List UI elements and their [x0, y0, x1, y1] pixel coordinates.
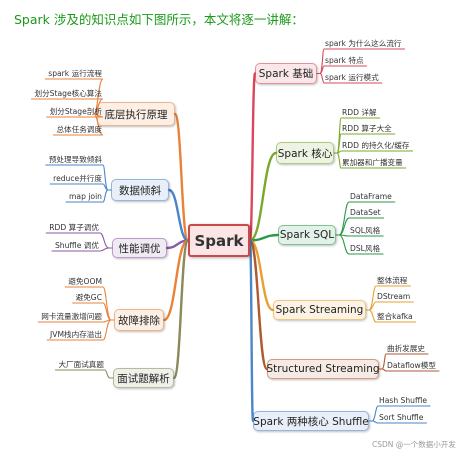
leaf-connector [335, 234, 384, 255]
leaf-node-shuffle: Shuffle 调优 [54, 240, 99, 250]
leaf-node-gc: 避免GC [75, 292, 102, 302]
leaf-connector [333, 152, 407, 169]
branch-connector [248, 233, 280, 242]
leaf-node-sort-shuffle: Sort Shuffle [379, 412, 424, 422]
branch-connector [248, 151, 278, 242]
leaf-node-dataflow: Dataflow模型 [387, 360, 436, 370]
branch-connector [248, 239, 275, 312]
leaf-connector [333, 150, 414, 154]
leaf-connector [46, 319, 115, 341]
leaf-node-item-3: 总体任务调度 [56, 124, 102, 134]
leaf-node-spark: spark 运行流程 [48, 68, 102, 78]
page-title: Spark 涉及的知识点如下图所示，本文将逐一讲解： [14, 12, 304, 27]
leaf-node-item-0: 预处理导致倾斜 [48, 154, 102, 164]
leaf-node-spark: spark 为什么这么流行 [325, 38, 402, 48]
branch-connector [248, 239, 255, 423]
leaf-node-item-2: 网卡流量激增问题 [41, 311, 102, 321]
branch-connector [162, 239, 190, 322]
leaf-connector [316, 72, 383, 84]
leaf-connector [49, 183, 112, 191]
leaf-node-rdd: RDD 的持久化/缓存 [342, 140, 410, 150]
branch-connector [248, 72, 257, 242]
leaf-node-dsl: DSL风格 [350, 243, 381, 253]
branch-connector [167, 188, 190, 242]
leaf-node-reduce: reduce并行度 [53, 173, 102, 183]
branch-node-right-4: Spark Streaming [273, 300, 366, 320]
leaf-connector [365, 301, 414, 311]
branch-connector [172, 239, 190, 380]
leaf-node-rdd: RDD 详解 [342, 107, 377, 117]
branch-node-left-3: 性能调优 [112, 238, 167, 258]
leaf-connector [65, 189, 112, 203]
watermark: CSDN @一个数据小开发 [372, 440, 456, 449]
leaf-node-jvm: JVM栈内存溢出 [50, 329, 102, 339]
leaf-node-dataset: DataSet [350, 207, 381, 217]
branch-connector [248, 239, 269, 371]
leaf-connector [51, 247, 113, 252]
branch-node-right-5: Structured Streaming [266, 359, 380, 379]
leaf-connector [365, 309, 417, 323]
leaf-node-sql: SQL风格 [350, 225, 381, 235]
leaf-node-item-0: 大厂面试真题 [58, 359, 104, 369]
leaf-node-hash-shuffle: Hash Shuffle [379, 395, 428, 405]
leaf-node-item-0: 曲折发展史 [387, 343, 425, 353]
branch-node-right-3: Spark SQL [278, 225, 336, 245]
branch-node-right-2: Spark 核心 [276, 142, 334, 164]
branch-node-left-1: 底层执行原理 [97, 102, 175, 126]
leaf-node-map-join: map join [69, 191, 102, 201]
leaf-node-item-3: 累加器和广播变量 [342, 157, 403, 167]
leaf-connector [368, 420, 428, 424]
leaf-node-spark: spark 特点 [325, 55, 364, 65]
branch-node-left-4: 故障排除 [114, 309, 164, 331]
leaf-node-stage: 划分Stage剖析 [49, 106, 102, 116]
leaf-connector [378, 368, 440, 372]
branch-node-right-1: Spark 基础 [255, 63, 317, 84]
leaf-node-dataframe: DataFrame [350, 191, 392, 201]
branch-connector [173, 112, 190, 242]
leaf-connector [54, 369, 114, 379]
leaf-node-kafka: 整合kafka [377, 311, 413, 321]
branch-node-left-2: 数据倾斜 [111, 179, 169, 201]
leaf-node-rdd: RDD 算子调优 [49, 222, 99, 232]
branch-node-left-5: 面试题解析 [113, 368, 174, 388]
branch-node-right-6: Spark 两种核心 Shuffle [253, 411, 369, 431]
leaf-node-oom: 避免OOM [68, 276, 102, 286]
leaf-node-rdd: RDD 算子大全 [342, 123, 392, 133]
leaf-node-dstream: DStream [377, 291, 411, 301]
leaf-node-stage: 划分Stage核心算法 [34, 88, 102, 98]
center-node-spark: Spark [188, 224, 250, 257]
leaf-node-spark: spark 运行模式 [325, 72, 379, 82]
leaf-node-item-0: 整体流程 [377, 275, 408, 285]
